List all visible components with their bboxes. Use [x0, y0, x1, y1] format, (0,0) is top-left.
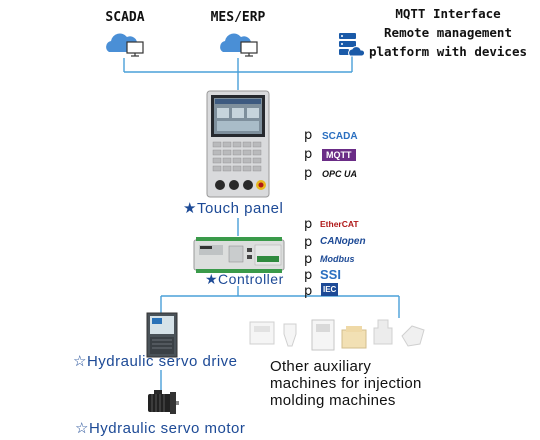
server-cloud-icon	[339, 33, 364, 57]
servo-drive-label: ☆Hydraulic servo drive	[73, 353, 238, 370]
aux-line-3: molding machines	[270, 392, 396, 409]
servo-motor-label: ☆Hydraulic servo motor	[75, 420, 246, 437]
protocol-scada-logo: SCADA	[322, 131, 358, 142]
protocol-bullet: p	[304, 128, 313, 143]
protocol-ethercat-logo: EtherCAT	[320, 219, 359, 229]
mqtt-interface-label: MQTT Interface Remote management platfor…	[358, 4, 538, 61]
protocol-iec-logo: IEC	[321, 283, 339, 296]
aux-line-2: machines for injection	[270, 375, 422, 392]
touch-panel-label: ★Touch panel	[183, 200, 284, 217]
protocol-bullet: p	[304, 252, 313, 267]
protocol-canopen-logo: CANopen	[320, 236, 366, 247]
servo-motor-image	[148, 390, 179, 414]
mes-erp-label: MES/ERP	[210, 10, 266, 25]
protocol-bullet: p	[304, 235, 313, 250]
mqtt-line-2: Remote management	[384, 25, 512, 40]
controller-image	[193, 237, 285, 273]
auxiliary-machines-label: Other auxiliary machines for injection m…	[270, 358, 422, 409]
cloud-monitor-icon	[106, 33, 144, 57]
protocol-ssi-logo: SSI	[320, 267, 341, 282]
protocol-bullet: p	[304, 217, 313, 232]
mqtt-line-3: platform with devices	[368, 44, 528, 59]
protocol-mqtt-logo: MQTT	[322, 149, 356, 161]
controller-label: ★Controller	[205, 271, 284, 287]
scada-label: SCADA	[105, 10, 145, 25]
touch-panel-image	[206, 90, 270, 198]
aux-line-1: Other auxiliary	[270, 358, 372, 375]
protocol-bullet: p	[304, 284, 313, 299]
protocol-opcua-logo: OPC UA	[322, 169, 358, 179]
cloud-monitor-icon	[220, 33, 258, 57]
mqtt-line-1: MQTT Interface	[395, 6, 501, 21]
protocol-bullet: p	[304, 268, 313, 283]
protocol-modbus-logo: Modbus	[320, 254, 355, 264]
auxiliary-machines-images	[249, 319, 425, 351]
servo-drive-image	[146, 312, 178, 358]
protocol-bullet: p	[304, 166, 313, 181]
protocol-bullet: p	[304, 147, 313, 162]
